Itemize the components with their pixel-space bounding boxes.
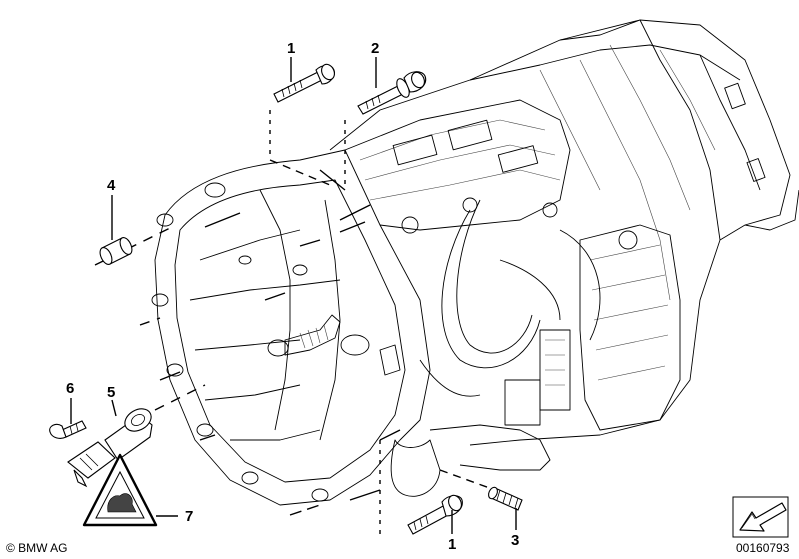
callout-6: 6 [66,380,74,397]
bolt-icon-6 [49,398,87,439]
sleeve-icon-4 [99,195,133,265]
transmission-drawing [151,19,799,506]
callout-4: 4 [107,177,116,194]
drawing-number: 00160793 [736,541,790,555]
assembly-lines [94,110,496,540]
sensor-icon-5 [67,399,153,488]
direction-arrow-icon [732,496,789,538]
callout-3: 3 [511,532,519,549]
copyright-label: © BMW AG [6,541,68,555]
callout-1-top: 1 [287,40,295,57]
stud-icon-3 [488,486,523,530]
callout-1-bottom: 1 [448,536,456,553]
callout-5: 5 [107,384,115,401]
warning-triangle-icon [82,453,178,527]
callout-2-top: 2 [371,40,379,57]
bolt-icon-1-bottom [407,494,463,535]
bolt-icon-1-top [273,57,335,103]
callout-7: 7 [185,508,193,525]
bolt-icon-2-top [357,57,427,115]
